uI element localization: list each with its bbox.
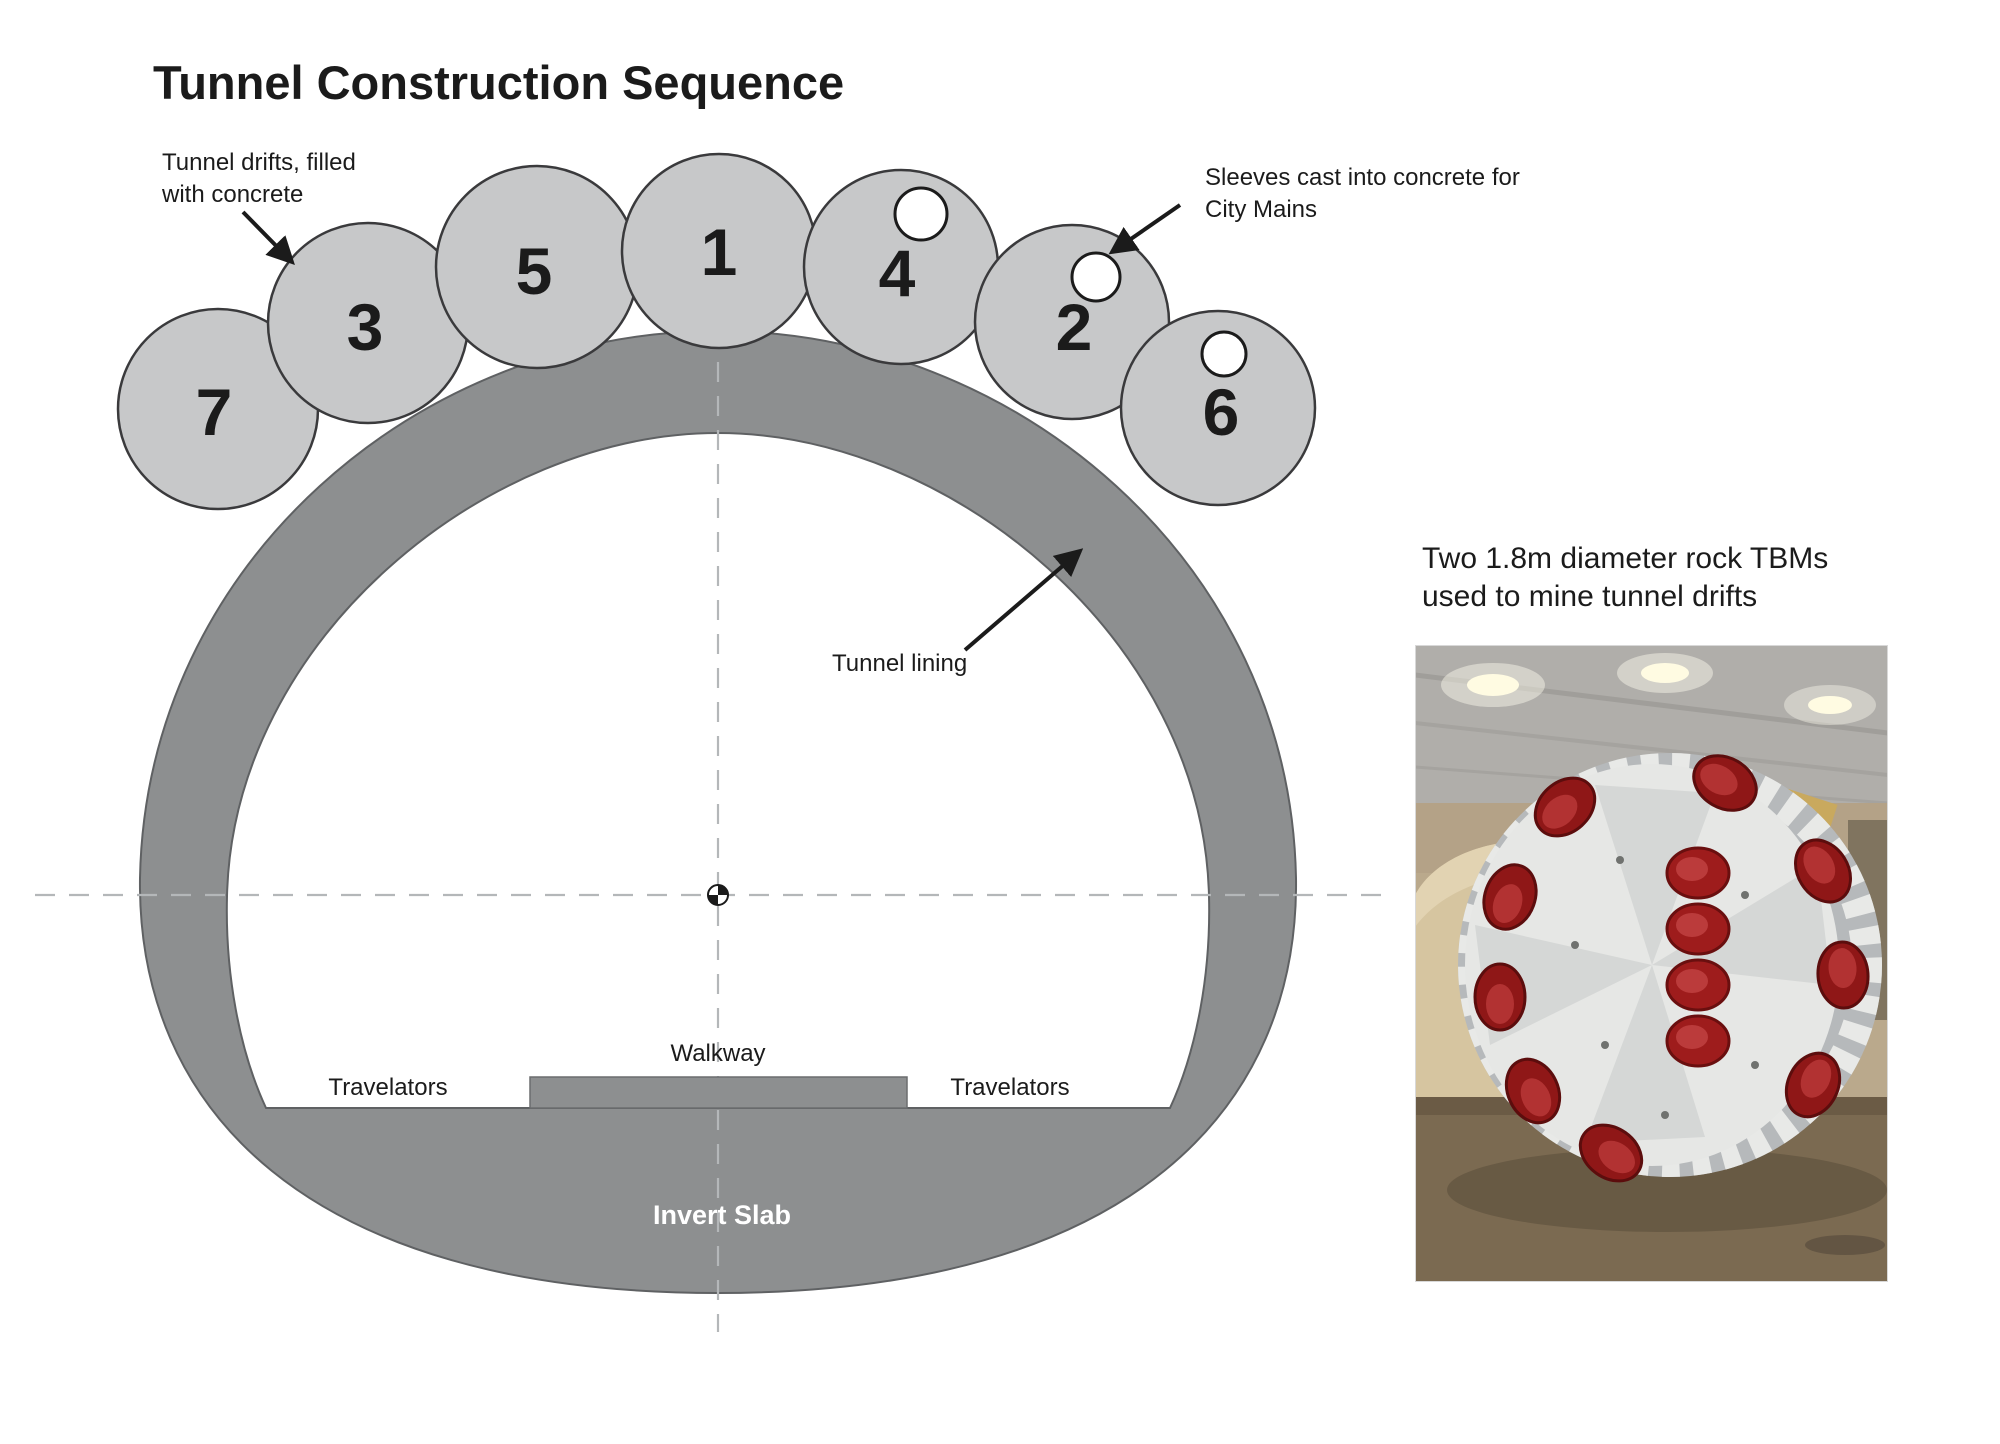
label-tunnel-lining: Tunnel lining xyxy=(832,650,968,677)
tbm-photo xyxy=(1414,644,1889,1283)
arrow-tunnel-lining xyxy=(963,548,1084,652)
photo-caption: Two 1.8m diameter rock TBMs used to mine… xyxy=(1422,542,1829,614)
drift-number-4: 4 xyxy=(879,236,916,310)
photo-ceiling-lights xyxy=(1441,653,1876,725)
center-cutter-stack xyxy=(1665,846,1731,1068)
label-invert-slab: Invert Slab xyxy=(652,1200,792,1230)
tbm-cutterhead xyxy=(1458,753,1882,1183)
sleeve-circle-4 xyxy=(893,186,949,242)
arrow-drifts-note xyxy=(241,210,295,265)
drift-circles: 7 3 5 1 4 2 6 xyxy=(116,152,1317,511)
label-tunnel-drifts-note: Tunnel drifts, filled with concrete xyxy=(162,149,356,208)
disc-cutters xyxy=(1473,754,1870,1183)
page-title: Tunnel Construction Sequence xyxy=(153,56,845,109)
tbm-photo-illustration xyxy=(1414,644,1889,1283)
drift-number-5: 5 xyxy=(516,234,553,308)
drift-number-3: 3 xyxy=(347,290,384,364)
center-marker xyxy=(707,884,729,906)
cutterhead-bolts xyxy=(1571,856,1759,1119)
label-sleeves-note: Sleeves cast into concrete for City Main… xyxy=(1205,164,1520,223)
drift-number-1: 1 xyxy=(701,215,738,289)
sleeve-circle-6 xyxy=(1200,330,1248,378)
drift-circle-6 xyxy=(1119,309,1317,507)
drift-number-6: 6 xyxy=(1203,375,1240,449)
label-walkway: Walkway xyxy=(670,1040,766,1067)
sleeve-circle-2 xyxy=(1070,251,1122,303)
label-travelators-left: Travelators xyxy=(328,1074,448,1101)
label-travelators-right: Travelators xyxy=(950,1074,1070,1101)
drift-number-2: 2 xyxy=(1056,290,1093,364)
walkway-bar xyxy=(529,1076,908,1109)
drift-number-7: 7 xyxy=(196,375,233,449)
arrow-sleeves-note xyxy=(1108,203,1182,255)
